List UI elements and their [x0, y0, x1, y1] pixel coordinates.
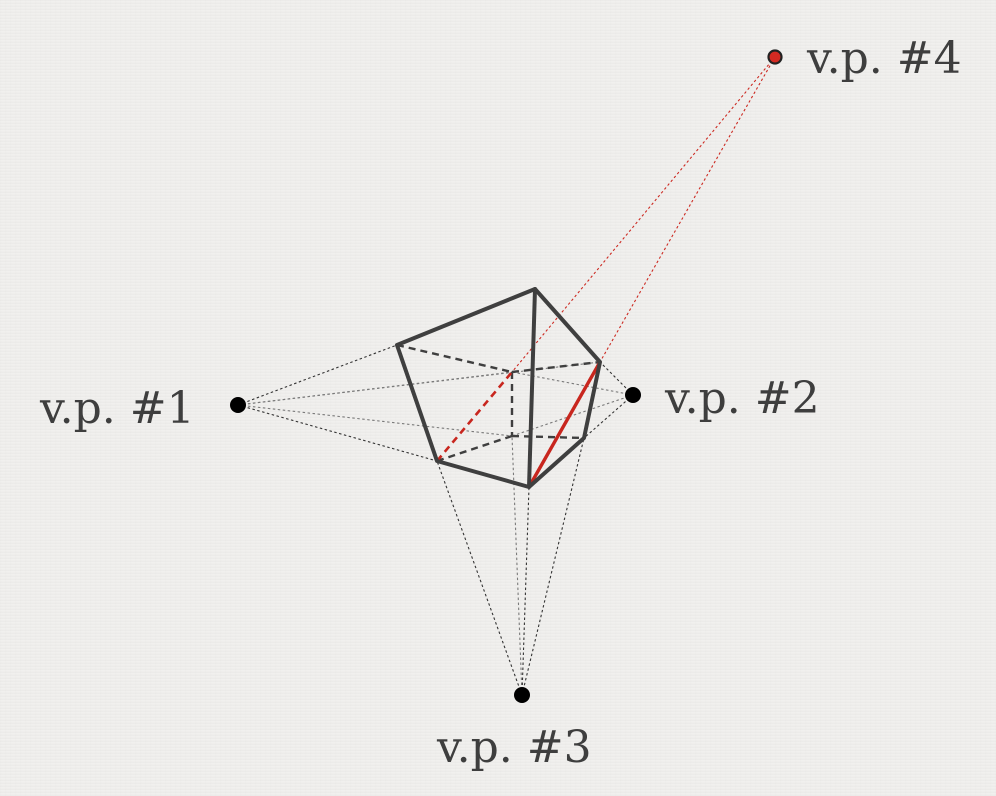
- guide-line-vp1-e: [237, 404, 438, 462]
- vanishing-point-3-label: v.p. #3: [436, 722, 592, 773]
- hidden-edge: [396, 343, 513, 374]
- guide-line-vp4-b: [599, 56, 776, 363]
- solid-front-edge: [527, 287, 537, 489]
- hidden-edge: [511, 434, 585, 440]
- vanishing-point-4-label: v.p. #4: [806, 33, 962, 84]
- vanishing-point-4-dot: [767, 49, 783, 65]
- solid-outline: [395, 287, 602, 489]
- highlight-solid-diagonal: [527, 360, 602, 489]
- guide-line-vp2-a: [511, 371, 634, 396]
- vanishing-point-2-label: v.p. #2: [664, 373, 820, 424]
- guide-line-vp3-a: [436, 460, 523, 696]
- guide-line-vp1-c: [237, 361, 601, 406]
- hidden-edge: [511, 360, 601, 374]
- vanishing-points: [230, 49, 783, 703]
- guide-line-vp3-b: [511, 435, 523, 696]
- vanishing-point-labels: v.p. #1 v.p. #2 v.p. #3 v.p. #4: [39, 33, 962, 773]
- vanishing-point-3-dot: [514, 687, 530, 703]
- vanishing-point-2-dot: [625, 387, 641, 403]
- highlight-edges: [436, 360, 602, 489]
- guide-lines: [237, 56, 776, 696]
- guide-line-vp2-d: [583, 394, 634, 439]
- guide-line-vp4-a: [511, 56, 776, 373]
- guide-line-vp1-a: [237, 344, 398, 406]
- visible-edges: [395, 287, 602, 489]
- guide-line-vp3-c: [521, 486, 530, 696]
- highlight-dashed-diagonal: [436, 371, 513, 462]
- vanishing-point-1-label: v.p. #1: [39, 383, 195, 434]
- vanishing-point-1-dot: [230, 397, 246, 413]
- guide-line-vp3-d: [521, 437, 585, 696]
- guide-line-vp1-d: [237, 404, 513, 437]
- hidden-edge: [436, 434, 513, 463]
- hidden-edges: [396, 343, 601, 463]
